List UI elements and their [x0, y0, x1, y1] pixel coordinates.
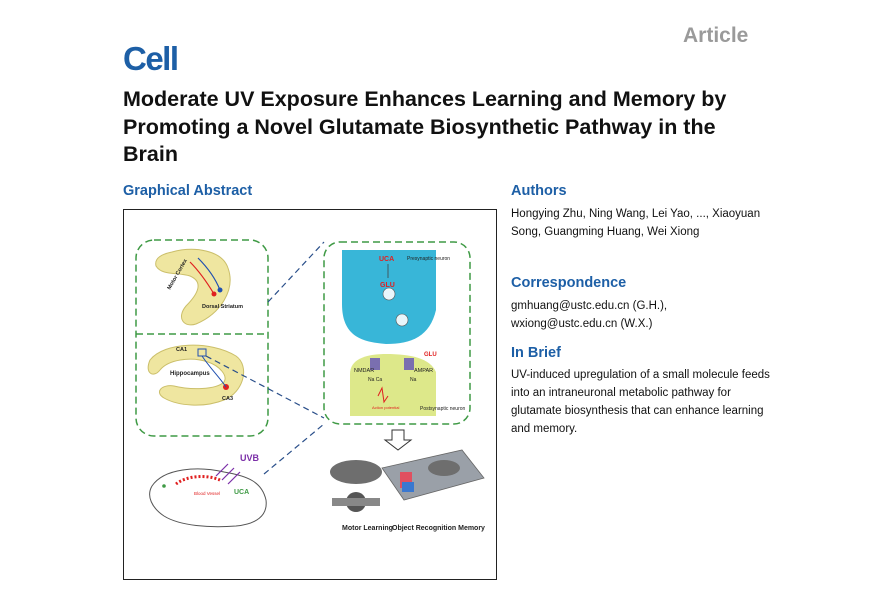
email-link-xiong[interactable]: wxiong@ustc.edu.cn (W.X.) — [511, 318, 653, 330]
postsynaptic-label: Postsynaptic neuron — [420, 406, 466, 412]
zoom-line-bottom — [205, 355, 325, 419]
hippocampus-shape — [147, 344, 245, 406]
ampar-receptor — [404, 358, 414, 370]
cortex-neuron-red — [189, 261, 215, 295]
mouse-brain-marker — [162, 484, 166, 488]
uvb-ray — [227, 471, 241, 485]
graphical-abstract-svg: Motor Cortex Dorsal Striatum CA1 Hippoca… — [135, 239, 485, 532]
object-blue — [402, 482, 414, 492]
in-brief-heading: In Brief — [511, 345, 561, 361]
authors-heading: Authors — [511, 183, 567, 199]
action-potential-trace — [377, 386, 389, 404]
motor-learning-label: Motor Learning — [342, 525, 393, 532]
uvb-label: UVB — [240, 453, 260, 463]
mouse-on-rotarod — [330, 460, 382, 484]
down-arrow-icon — [383, 429, 413, 451]
synapse-panel — [323, 241, 471, 425]
uvb-ray — [215, 463, 229, 477]
uvb-ray — [221, 467, 235, 481]
object-recognition-label: Object Recognition Memory — [392, 525, 485, 532]
glu-release-label: GLU — [424, 352, 437, 358]
cortex-neuron-blue — [197, 257, 221, 291]
email-link-huang[interactable]: gmhuang@ustc.edu.cn (G.H.), — [511, 300, 668, 312]
authors-list: Hongying Zhu, Ning Wang, Lei Yao, ..., X… — [511, 208, 761, 238]
graphical-abstract-figure: Motor Cortex Dorsal Striatum CA1 Hippoca… — [123, 209, 497, 580]
blood-vessel-marker — [175, 475, 221, 486]
hippocampus-pathway — [201, 355, 227, 388]
glu-synapse-label: GLU — [380, 282, 395, 289]
correspondence-heading: Correspondence — [511, 275, 627, 291]
ampar-label: AMPAR — [414, 368, 433, 374]
ca1-label: CA1 — [176, 347, 187, 353]
nmdar-receptor — [370, 358, 380, 370]
in-brief-text: UV-induced upregulation of a small molec… — [511, 369, 770, 435]
zoom-line-top — [267, 241, 325, 303]
action-potential-label: Action potential — [372, 405, 399, 410]
presynaptic-label: Presynaptic neuron — [407, 256, 450, 262]
paper-title: Moderate UV Exposure Enhances Learning a… — [123, 87, 727, 166]
blood-vessel-label: Blood Vessel — [194, 491, 220, 496]
vesicle — [382, 287, 396, 301]
ca3-label: CA3 — [222, 396, 233, 402]
motor-cortex-shape — [155, 248, 231, 326]
rotarod-bar — [332, 498, 380, 506]
nmdar-label: NMDAR — [354, 368, 374, 374]
uca-skin-label: UCA — [234, 489, 249, 496]
mouse-in-arena — [428, 460, 460, 476]
neuron-dot — [217, 287, 223, 293]
mouse-outline — [149, 468, 267, 528]
correspondence-emails: gmhuang@ustc.edu.cn (G.H.), wxiong@ustc.… — [511, 297, 781, 333]
vesicle — [395, 313, 409, 327]
neuron-dot — [211, 291, 217, 297]
graphical-abstract-heading: Graphical Abstract — [123, 183, 253, 199]
brain-region-panel — [135, 239, 269, 437]
na-ca-label: Na Ca — [368, 377, 382, 383]
zoom-line-mouse — [263, 423, 325, 475]
recognition-arena — [381, 449, 485, 501]
journal-logo: Cell — [123, 40, 179, 77]
uca-synapse-label: UCA — [379, 256, 394, 263]
dorsal-striatum-label: Dorsal Striatum — [202, 304, 243, 310]
hippocampus-label: Hippocampus — [170, 371, 210, 377]
na-label: Na — [410, 377, 417, 383]
article-type-label: Article — [683, 24, 749, 47]
